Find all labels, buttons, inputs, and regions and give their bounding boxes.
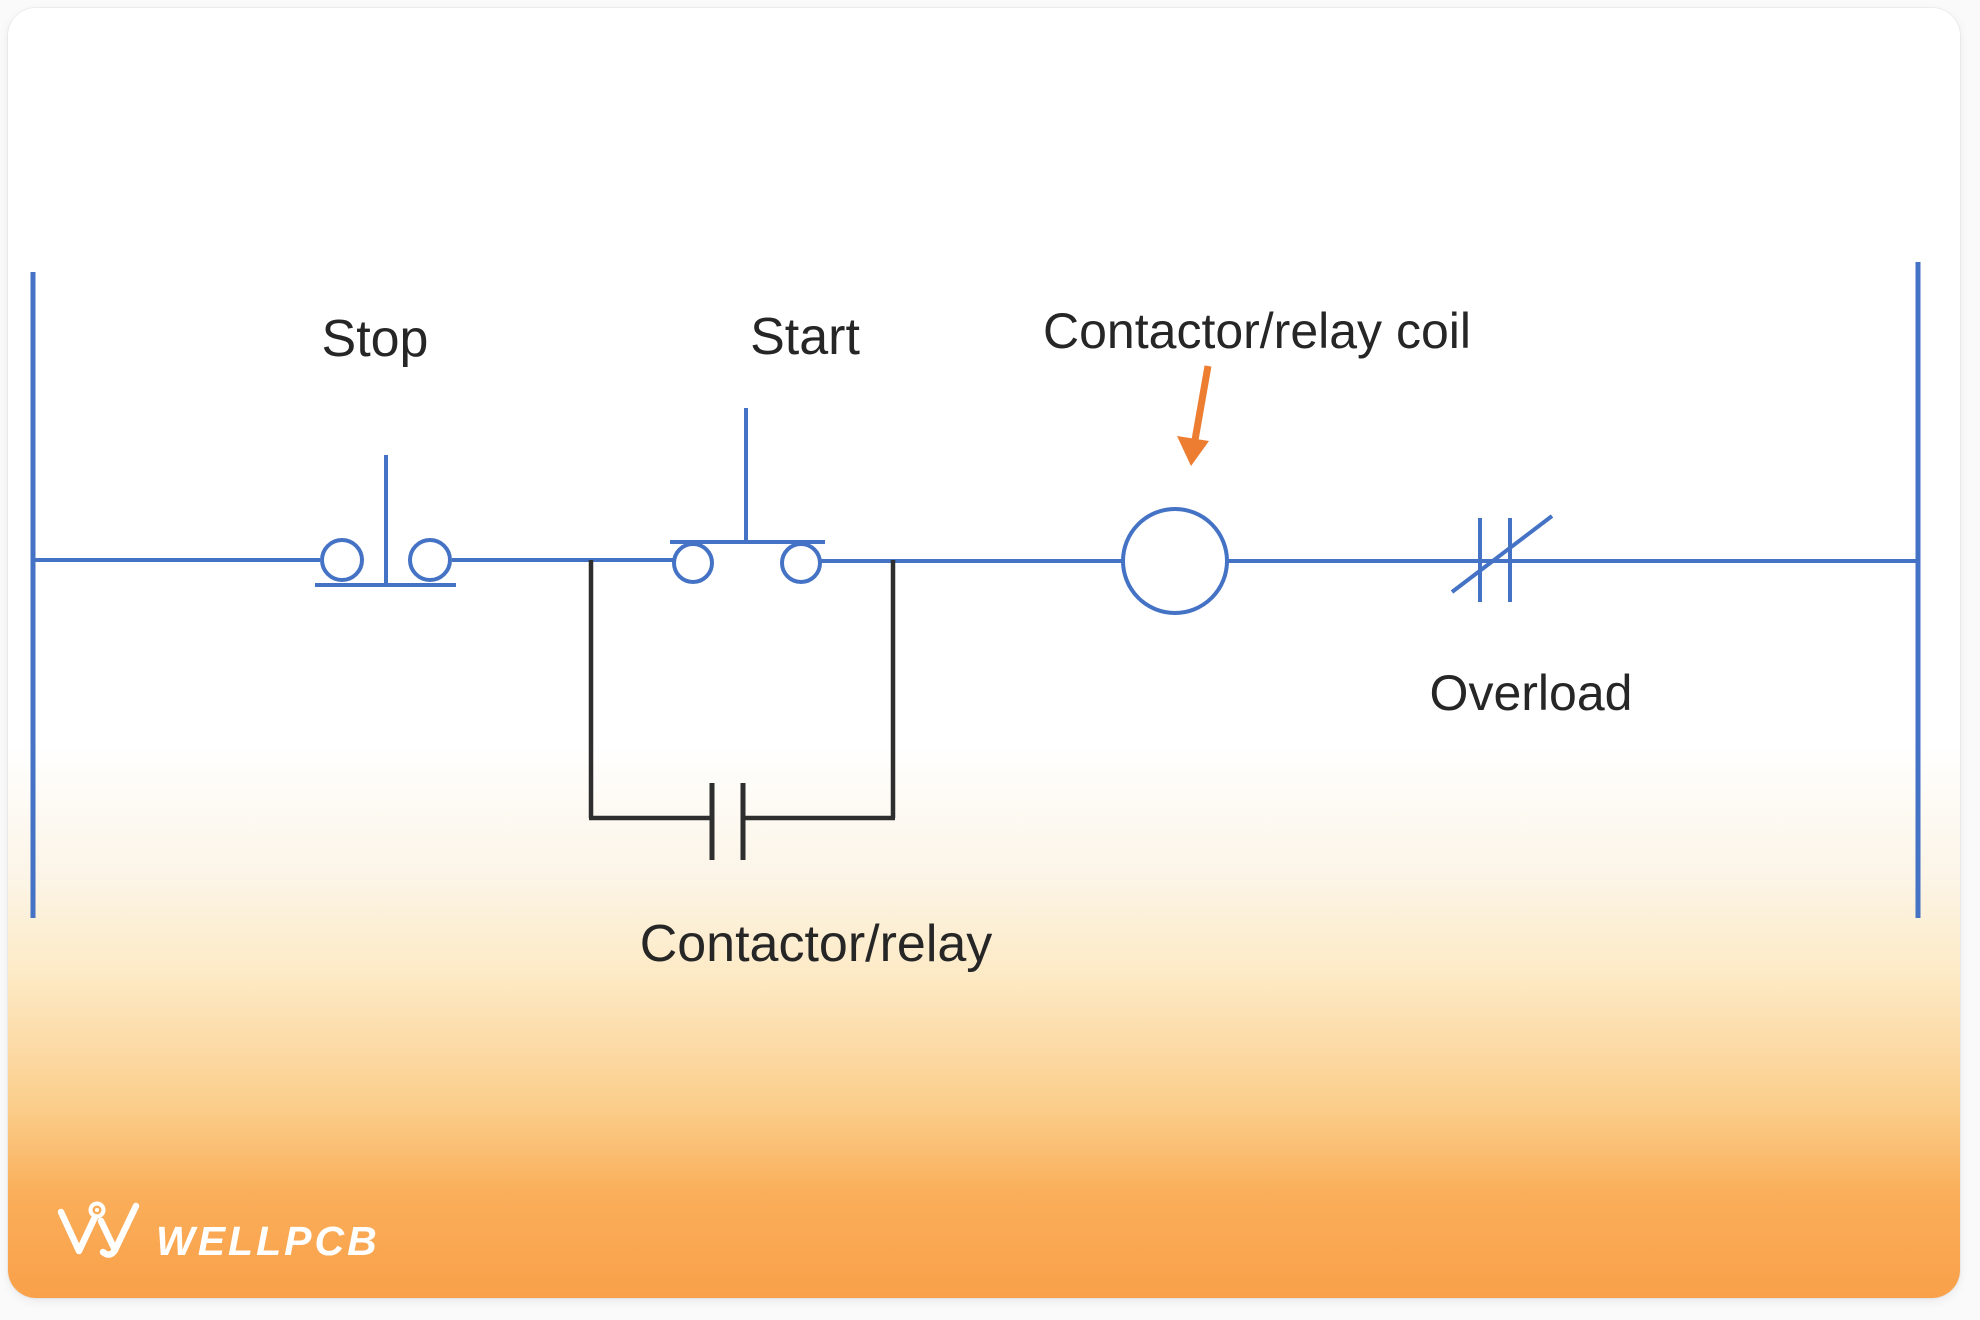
diagram-card: Stop Start Contactor/relay coil Overload… xyxy=(8,8,1960,1298)
start-right-terminal-icon xyxy=(780,542,822,584)
stop-label: Stop xyxy=(321,310,429,368)
stop-pushbutton-nc-icon xyxy=(315,455,456,587)
overload-nc-contact-icon xyxy=(1450,514,1554,602)
ladder-diagram xyxy=(30,262,1921,1258)
coil-label: Contactor/relay coil xyxy=(1043,303,1471,359)
rung-wires xyxy=(33,558,1918,563)
wellpcb-logo-text: WELLPCB xyxy=(156,1218,380,1264)
relay-contact-label: Contactor/relay xyxy=(639,915,993,973)
stop-left-terminal-icon xyxy=(320,538,364,582)
stop-right-terminal-icon xyxy=(408,538,452,582)
logo-mark-right-v xyxy=(97,1202,140,1254)
coil-arrow-head xyxy=(1177,436,1209,466)
start-pushbutton-no-icon xyxy=(670,408,825,584)
coil-arrow-shaft xyxy=(1191,365,1212,441)
aux-contact-branch xyxy=(588,560,896,860)
contactor-coil-icon xyxy=(1121,507,1229,615)
logo-mark-hook xyxy=(99,1246,119,1258)
logo-mark-dot xyxy=(95,1208,99,1212)
wellpcb-logo-icon xyxy=(57,1201,140,1258)
logo-mark-ring xyxy=(88,1201,106,1219)
start-left-terminal-icon xyxy=(672,542,714,584)
logo-mark-left-v xyxy=(57,1208,99,1255)
power-rails xyxy=(30,262,1921,918)
coil-arrow-icon xyxy=(1177,365,1212,466)
start-label: Start xyxy=(750,308,860,366)
overload-slash xyxy=(1450,514,1554,594)
overload-label: Overload xyxy=(1429,665,1633,721)
